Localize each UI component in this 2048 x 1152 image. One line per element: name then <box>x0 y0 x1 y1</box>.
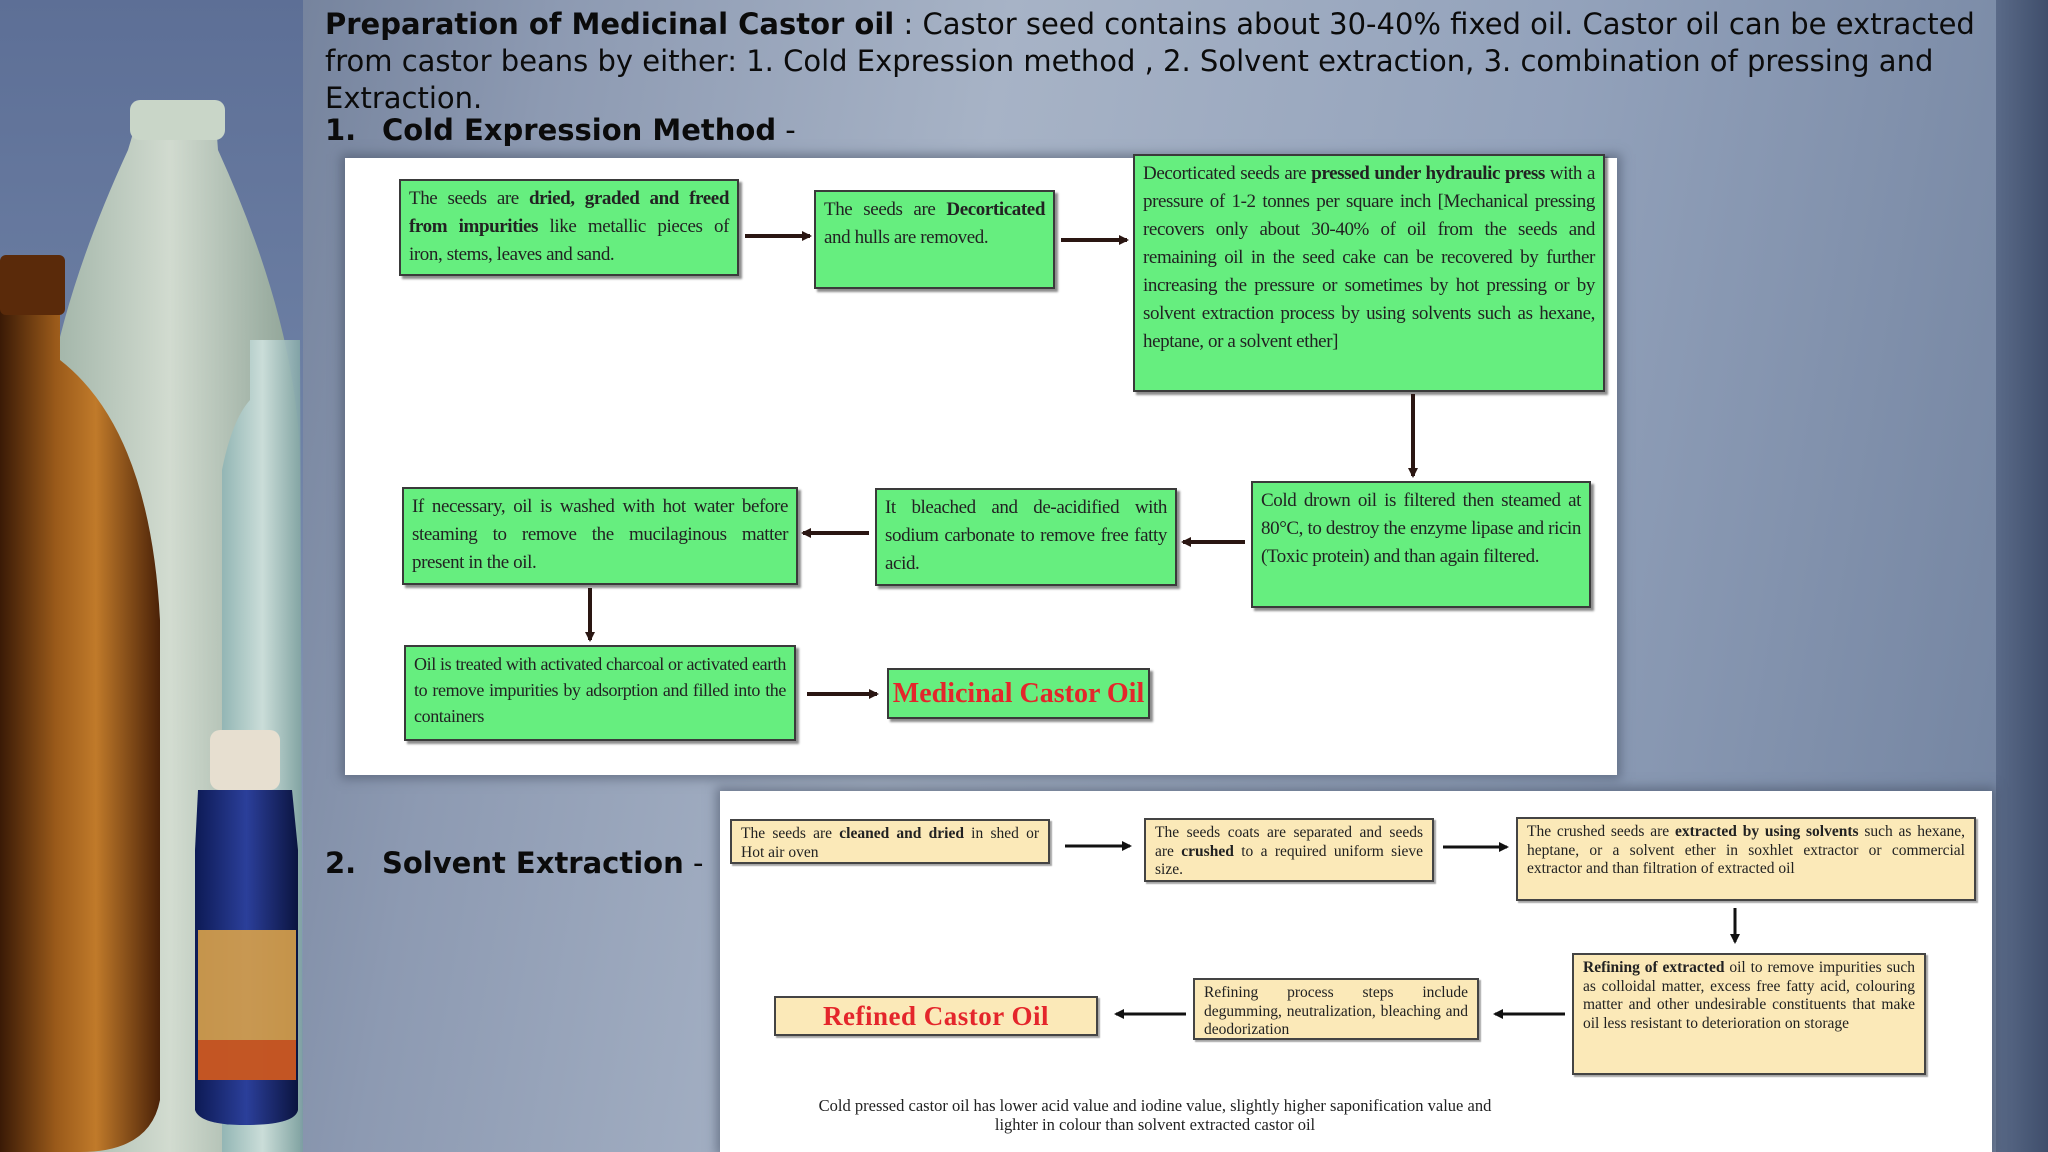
refined-castor-oil-box: Refined Castor Oil <box>774 996 1098 1036</box>
cold-step-7-box: Oil is treated with activated charcoal o… <box>404 645 796 741</box>
cold-step-2-box: The seeds are Decorticated and hulls are… <box>814 190 1055 289</box>
solvent-step-2-text: The seeds coats are separated and seeds … <box>1155 824 1423 860</box>
solvent-step-1-bold: cleaned and dried <box>839 825 964 842</box>
section1-heading: 1. Cold Expression Method - <box>325 113 796 147</box>
cold-step-4-box: Cold drown oil is filtered then steamed … <box>1251 481 1591 608</box>
cold-step-5-box: It bleached and de-acidified with sodium… <box>875 488 1177 586</box>
intro-title: Preparation of Medicinal Castor oil <box>325 7 895 41</box>
right-edge-band <box>1996 0 2048 1152</box>
solvent-step-4-box: Refining of extracted oil to remove impu… <box>1572 953 1926 1075</box>
cold-step-7-text: Oil is treated with activated charcoal o… <box>414 654 786 726</box>
cold-step-1-text-end: like metallic pieces of iron, stems, lea… <box>409 216 729 265</box>
solvent-step-1-text: The seeds are <box>741 825 840 842</box>
solvent-step-3-box: The crushed seeds are extracted by using… <box>1516 817 1976 901</box>
medicine-bottles-photo <box>0 0 303 1152</box>
solvent-step-4-text-end: oil to remove impurities such as colloid… <box>1583 959 1915 1032</box>
cold-step-1-bold: dried, graded and freed from impurities <box>409 188 729 237</box>
section2-heading: 2. Solvent Extraction - <box>325 846 703 880</box>
cold-step-3-bold: pressed under hydraulic press <box>1311 163 1545 184</box>
bottles-illustration <box>0 100 303 1152</box>
cold-step-2-text-end: and hulls are removed. <box>824 227 989 248</box>
solvent-step-2-box: The seeds coats are separated and seeds … <box>1144 818 1434 882</box>
intro-paragraph: Preparation of Medicinal Castor oil : Ca… <box>325 6 2005 117</box>
solvent-step-3-text: The crushed seeds are <box>1527 823 1675 840</box>
cold-step-3-text-end: with a pressure of 1-2 tonnes per square… <box>1143 163 1595 352</box>
section1-suffix: - <box>776 113 796 147</box>
medicinal-castor-oil-box: Medicinal Castor Oil <box>887 668 1150 719</box>
solvent-step-2-bold: crushed <box>1181 842 1234 860</box>
cold-step-5-text: It bleached and de-acidified with sodium… <box>885 497 1167 574</box>
medicinal-castor-oil-label: Medicinal Castor Oil <box>892 677 1145 709</box>
cold-step-4-text: Cold drown oil is filtered then steamed … <box>1261 490 1581 567</box>
section1-title: Cold Expression Method <box>382 113 777 147</box>
cold-step-6-box: If necessary, oil is washed with hot wat… <box>402 487 798 585</box>
section1-number: 1. <box>325 113 357 147</box>
cold-step-2-bold: Decorticated <box>946 199 1045 220</box>
refined-castor-oil-label: Refined Castor Oil <box>823 1000 1049 1031</box>
solvent-flow-arrows <box>1065 841 1740 1019</box>
intro-body: Castor seed contains about 30-40% fixed … <box>325 7 1975 115</box>
cold-flow-arrows <box>585 231 1418 699</box>
solvent-step-5-box: Refining process steps include degumming… <box>1193 978 1479 1040</box>
solvent-extraction-flowchart: The seeds are cleaned and dried in shed … <box>720 791 1992 1152</box>
section2-title: Solvent Extraction <box>382 846 684 880</box>
solvent-step-1-box: The seeds are cleaned and dried in shed … <box>730 819 1050 864</box>
solvent-step-4-bold: Refining of extracted <box>1583 959 1725 976</box>
solvent-step-5-text: Refining process steps include degumming… <box>1204 984 1468 1038</box>
cold-step-6-text: If necessary, oil is washed with hot wat… <box>412 496 788 573</box>
cold-step-1-text: The seeds are <box>409 188 529 209</box>
solvent-step-1-text-end: in shed or Hot air oven <box>741 825 1040 861</box>
solvent-step-3-text-end: such as hexane, heptane, or a solvent et… <box>1527 823 1966 877</box>
cold-step-3-text: Decorticated seeds are <box>1143 163 1312 184</box>
section2-suffix: - <box>683 846 704 880</box>
solvent-step-2-text-end: to a required uniform sieve size. <box>1155 842 1424 879</box>
cold-step-2-text: The seeds are <box>824 199 947 220</box>
intro-separator: : <box>894 7 923 41</box>
comparison-note: Cold pressed castor oil has lower acid v… <box>818 1096 1492 1134</box>
cold-step-1-box: The seeds are dried, graded and freed fr… <box>399 179 739 276</box>
solvent-step-3-bold: extracted by using solvents <box>1674 823 1859 840</box>
section2-number: 2. <box>325 846 357 880</box>
cold-step-3-box: Decorticated seeds are pressed under hyd… <box>1133 154 1605 392</box>
cold-expression-flowchart: The seeds are dried, graded and freed fr… <box>345 154 1617 775</box>
